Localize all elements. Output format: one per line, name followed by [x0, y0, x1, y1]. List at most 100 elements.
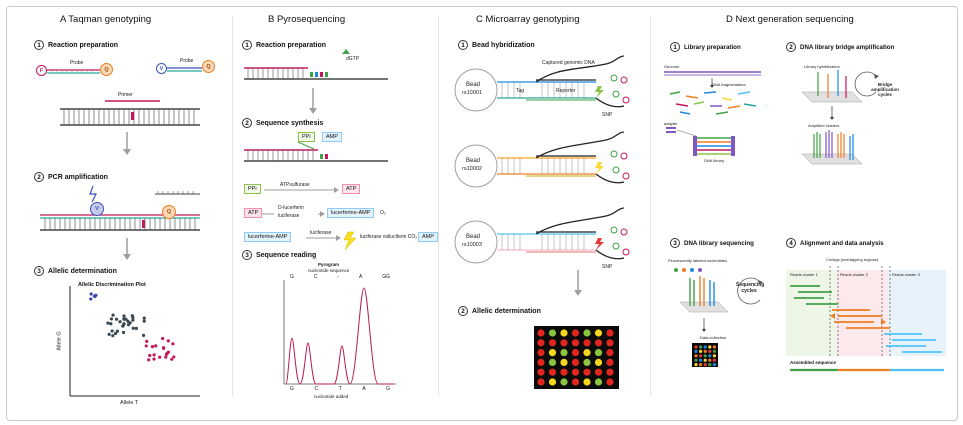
cluster-dot	[131, 326, 135, 330]
step-sequence-synthesis: 2 Sequence synthesis	[242, 118, 323, 128]
step-label: Sequence synthesis	[256, 119, 324, 127]
array-spot	[594, 378, 603, 386]
atp-box: ATP	[342, 184, 361, 194]
data-spot	[703, 349, 707, 353]
step-reaction-preparation: 1 Reaction preparation	[34, 40, 118, 50]
cluster-dot	[126, 319, 130, 323]
array-spot	[548, 368, 557, 376]
genome-label: Genome	[664, 64, 680, 69]
quencher-q: Q	[100, 63, 113, 76]
reporter-label: Reporter	[556, 88, 576, 94]
read-cluster-regions	[786, 270, 946, 356]
cluster-dot	[131, 318, 135, 322]
bead-3-id: rs10003	[462, 242, 482, 248]
array-spot	[571, 329, 580, 337]
fluorescent-nucleotides-label: Fluorescently labeled nucleotides	[668, 258, 728, 263]
library-hybridization-label: Library hybridization	[804, 64, 840, 69]
bead-2-id: rs10002	[462, 166, 482, 172]
step-label: Library preparation	[684, 43, 741, 51]
step-label: DNA library bridge amplification	[800, 43, 895, 51]
fluorophore-f: F	[36, 65, 47, 76]
captured-dna-label: Captured genomic DNA	[542, 60, 595, 66]
data-collection-label: Data collection	[700, 335, 727, 340]
probe-label: Probe	[70, 60, 84, 66]
cluster-dot	[161, 336, 165, 341]
array-spot	[583, 358, 591, 366]
array-spot	[606, 378, 614, 386]
bead-1-id: rs10001	[462, 90, 482, 96]
panel-a-title: A Taqman genotyping	[60, 14, 152, 25]
array-spot	[560, 329, 568, 337]
cluster-dot	[152, 353, 156, 357]
step-number: 2	[458, 306, 468, 316]
atp-box-2: ATP	[244, 208, 263, 218]
microarray-beads	[454, 55, 630, 389]
cluster-dot	[94, 293, 98, 297]
cluster-dot	[165, 351, 169, 355]
sequencing-cycles-label: Sequencing cycles	[736, 282, 765, 294]
cluster-dot	[141, 333, 146, 337]
seq-letter: -	[337, 274, 340, 280]
array-spot	[606, 329, 614, 337]
cluster-dot	[110, 329, 114, 333]
data-spot	[712, 363, 716, 367]
cluster-1-region	[786, 270, 836, 356]
data-spot	[703, 345, 707, 349]
panel-b: B Pyrosequencing 1 Reaction preparation …	[238, 8, 438, 403]
data-spot	[694, 363, 698, 367]
data-spot	[708, 349, 712, 353]
panel-d-title: D Next generation sequencing	[726, 14, 854, 25]
array-spot	[571, 378, 580, 386]
data-spot	[708, 354, 712, 358]
step-pcr-amplification: 2 PCR amplification	[34, 172, 108, 182]
array-spot	[537, 378, 545, 386]
array-spot	[583, 368, 591, 376]
step-label: Reaction preparation	[256, 41, 327, 49]
snp-label: SNP	[602, 112, 613, 118]
array-spot	[606, 339, 614, 347]
probe-strands	[47, 67, 202, 155]
reads-cluster-3-label: Reads cluster 3	[892, 272, 920, 277]
ppi-box: PPi	[298, 132, 315, 142]
cluster-dot	[172, 355, 176, 359]
data-spot	[699, 349, 703, 353]
dgtp-label: dGTP	[346, 56, 360, 62]
bead-1-name: Bead	[466, 82, 481, 88]
cluster-dot	[109, 317, 114, 321]
pyrogram-title: Pyrogram	[318, 262, 340, 267]
array-spot	[548, 349, 557, 357]
fragmentation-label: DNA fragmentation	[712, 82, 746, 87]
cluster-dot	[109, 322, 113, 326]
step-number: 3	[670, 238, 680, 248]
pyrogram-plot	[283, 280, 396, 385]
cluster-dot	[122, 322, 126, 326]
array-spot	[537, 329, 545, 337]
cluster-dot	[123, 317, 127, 321]
cluster-dot	[142, 319, 146, 323]
step-sequence-reading: 3 Sequence reading	[242, 250, 316, 260]
cluster-dot	[115, 329, 119, 333]
data-spot	[703, 354, 707, 358]
luciferine-amp-box: lucerferine-AMP	[327, 208, 375, 218]
seq-letter: A	[362, 386, 366, 392]
array-spot	[548, 329, 557, 337]
cluster-2-region	[836, 270, 888, 356]
data-spot	[708, 358, 712, 362]
array-spot	[583, 329, 591, 337]
cluster-dot	[144, 344, 148, 348]
panel-d: D Next generation sequencing 1 Library p…	[656, 8, 951, 403]
array-spot	[583, 339, 591, 347]
cluster-dot	[111, 334, 115, 338]
cluster-dot	[148, 353, 152, 358]
data-spot	[708, 363, 712, 367]
step-number: 2	[786, 42, 796, 52]
array-spot	[548, 339, 557, 347]
seq-letter: GG	[382, 274, 390, 280]
nucleotide-added-label: nucleotide added	[314, 394, 349, 399]
cluster-dot	[113, 331, 118, 336]
seq-letter: G	[386, 386, 390, 392]
array-spot	[594, 368, 603, 376]
step-label: Allelic determination	[472, 307, 541, 315]
step-allelic-determination: 3 Allelic determination	[34, 266, 117, 276]
x-axis-label: Allele T	[120, 400, 139, 406]
